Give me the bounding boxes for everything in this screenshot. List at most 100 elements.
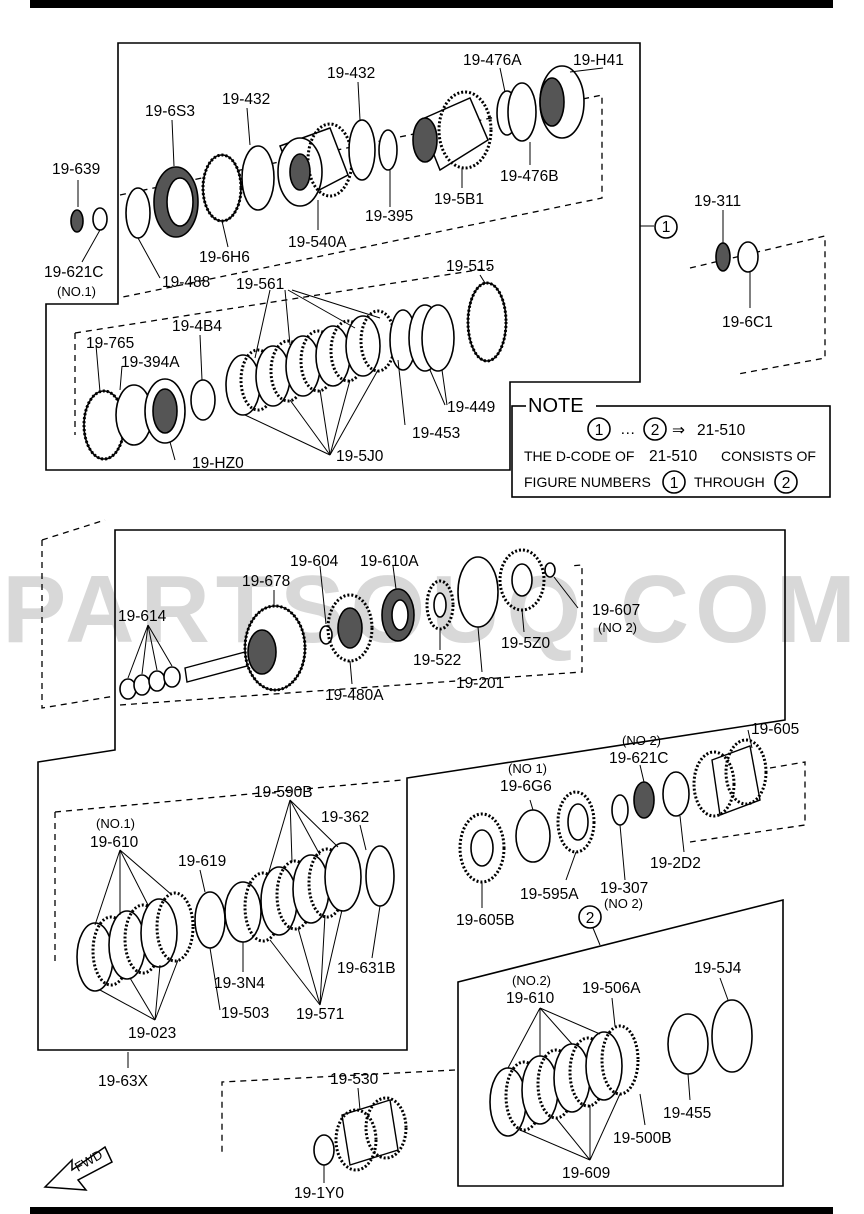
label-19-605B[interactable]: 19-605B xyxy=(456,912,515,929)
label-19-2D2[interactable]: 19-2D2 xyxy=(650,855,701,872)
label-19-522[interactable]: 19-522 xyxy=(413,652,461,669)
part-19-678-shaft[interactable] xyxy=(184,604,307,692)
part-19-605B-hub[interactable] xyxy=(458,812,506,884)
label-19-394A[interactable]: 19-394A xyxy=(121,354,180,371)
label-19-610A[interactable]: 19-610A xyxy=(360,553,419,570)
part-19-621C-ring[interactable] xyxy=(633,781,655,819)
part-19-614-seals[interactable] xyxy=(119,666,181,700)
label-19-5Z0[interactable]: 19-5Z0 xyxy=(501,635,550,652)
part-19-201-ring[interactable] xyxy=(457,556,499,628)
part-19-4B4-ring[interactable] xyxy=(190,379,216,421)
label-19-63X[interactable]: 19-63X xyxy=(98,1073,149,1090)
part-19-449-ring-b[interactable] xyxy=(421,304,455,372)
label-19-530[interactable]: 19-530 xyxy=(330,1071,379,1088)
label-19-610-no2[interactable]: 19-610 xyxy=(506,990,555,1007)
part-19-1Y0-ring[interactable] xyxy=(313,1134,335,1166)
label-19-678[interactable]: 19-678 xyxy=(242,573,290,590)
label-19-6C1[interactable]: 19-6C1 xyxy=(722,314,773,331)
label-19-6H6[interactable]: 19-6H6 xyxy=(199,249,250,266)
part-19-488-ring[interactable] xyxy=(125,187,151,239)
label-19-503[interactable]: 19-503 xyxy=(221,1005,269,1022)
part-19-5B1-hub[interactable] xyxy=(412,90,493,172)
part-19-607-ring[interactable] xyxy=(544,562,556,578)
part-19-631B-ring[interactable] xyxy=(365,845,395,907)
group2a-dash-top xyxy=(41,519,116,709)
label-19-455[interactable]: 19-455 xyxy=(663,1105,711,1122)
label-19-619[interactable]: 19-619 xyxy=(178,853,226,870)
part-19-561-19-5J0-clutch-pack[interactable] xyxy=(225,309,397,416)
part-19-6S3-gear[interactable] xyxy=(153,166,199,238)
label-19-561[interactable]: 19-561 xyxy=(236,276,284,293)
label-19-614[interactable]: 19-614 xyxy=(118,608,167,625)
part-19-H41-piston[interactable] xyxy=(539,65,585,139)
part-19-432-ring-a[interactable] xyxy=(241,145,275,211)
label-19-3N4[interactable]: 19-3N4 xyxy=(214,975,265,992)
part-19-515-plate[interactable] xyxy=(466,281,508,363)
label-19-515[interactable]: 19-515 xyxy=(446,258,494,275)
label-19-1Y0[interactable]: 19-1Y0 xyxy=(294,1185,344,1202)
label-19-476B[interactable]: 19-476B xyxy=(500,168,559,185)
label-19-631B[interactable]: 19-631B xyxy=(337,960,396,977)
part-19-610-19-023-clutch-pack[interactable] xyxy=(76,891,195,992)
part-19-476B-ring[interactable] xyxy=(507,82,537,142)
label-19-609[interactable]: 19-609 xyxy=(562,1165,610,1182)
part-19-6H6-clutch[interactable] xyxy=(201,153,243,223)
label-19-506A[interactable]: 19-506A xyxy=(582,980,641,997)
part-19-610-19-609-clutch-pack[interactable] xyxy=(489,1024,640,1137)
label-19-595A[interactable]: 19-595A xyxy=(520,886,579,903)
part-19-455-ring[interactable] xyxy=(667,1013,709,1075)
part-19-3N4-plate[interactable] xyxy=(224,881,262,943)
label-19-5B1[interactable]: 19-5B1 xyxy=(434,191,484,208)
label-19-610-no1[interactable]: 19-610 xyxy=(90,834,139,851)
label-19-H41[interactable]: 19-H41 xyxy=(573,52,624,69)
label-19-540A[interactable]: 19-540A xyxy=(288,234,347,251)
label-19-571[interactable]: 19-571 xyxy=(296,1006,344,1023)
label-19-432-a[interactable]: 19-432 xyxy=(222,91,270,108)
label-19-621C-no2[interactable]: 19-621C xyxy=(609,750,668,767)
part-19-639-seal[interactable] xyxy=(70,207,108,233)
part-19-6C1-ring[interactable] xyxy=(737,241,759,273)
part-19-311-ring[interactable] xyxy=(715,242,731,272)
part-19-5J4-ring[interactable] xyxy=(711,999,753,1073)
label-19-639[interactable]: 19-639 xyxy=(52,161,100,178)
part-19-530-drum[interactable] xyxy=(334,1096,408,1172)
part-19-307-ring[interactable] xyxy=(611,794,629,826)
label-19-023[interactable]: 19-023 xyxy=(128,1025,176,1042)
part-19-HZ0-plate[interactable] xyxy=(144,378,186,444)
part-19-595A-gear[interactable] xyxy=(556,790,596,854)
label-19-432-b[interactable]: 19-432 xyxy=(327,65,375,82)
label-19-5J0[interactable]: 19-5J0 xyxy=(336,448,384,465)
part-19-605-drum[interactable] xyxy=(692,738,768,818)
label-19-476A[interactable]: 19-476A xyxy=(463,52,522,69)
label-19-5J4[interactable]: 19-5J4 xyxy=(694,960,742,977)
part-19-2D2-ring[interactable] xyxy=(662,771,690,817)
label-19-607[interactable]: 19-607 xyxy=(592,602,640,619)
label-19-201[interactable]: 19-201 xyxy=(456,675,504,692)
label-19-6G6[interactable]: 19-6G6 xyxy=(500,778,552,795)
part-19-503-ring[interactable] xyxy=(194,891,226,949)
part-19-395-ring[interactable] xyxy=(378,129,398,171)
part-19-6G6-plate[interactable] xyxy=(515,809,551,863)
label-19-307[interactable]: 19-307 xyxy=(600,880,648,897)
label-19-604[interactable]: 19-604 xyxy=(290,553,339,570)
label-19-480A[interactable]: 19-480A xyxy=(325,687,384,704)
label-19-453[interactable]: 19-453 xyxy=(412,425,460,442)
label-19-605[interactable]: 19-605 xyxy=(751,721,799,738)
label-19-449[interactable]: 19-449 xyxy=(447,399,495,416)
part-19-610A-bearing[interactable] xyxy=(381,588,415,642)
label-19-HZ0[interactable]: 19-HZ0 xyxy=(192,455,244,472)
part-19-540A-drum[interactable] xyxy=(277,122,354,207)
label-19-590B[interactable]: 19-590B xyxy=(254,784,313,801)
label-19-6S3[interactable]: 19-6S3 xyxy=(145,103,195,120)
part-19-590B-19-571-clutch-pack[interactable] xyxy=(243,842,362,943)
part-19-432-ring-b[interactable] xyxy=(348,119,376,181)
label-19-4B4[interactable]: 19-4B4 xyxy=(172,318,222,335)
label-19-311[interactable]: 19-311 xyxy=(694,193,741,210)
label-19-500B[interactable]: 19-500B xyxy=(613,1130,672,1147)
label-19-765[interactable]: 19-765 xyxy=(86,335,134,352)
label-19-621C-no1[interactable]: 19-621C xyxy=(44,264,103,281)
label-19-488[interactable]: 19-488 xyxy=(162,274,210,291)
label-19-395[interactable]: 19-395 xyxy=(365,208,413,225)
part-19-480A-gear[interactable] xyxy=(326,593,374,663)
label-19-362[interactable]: 19-362 xyxy=(321,809,369,826)
